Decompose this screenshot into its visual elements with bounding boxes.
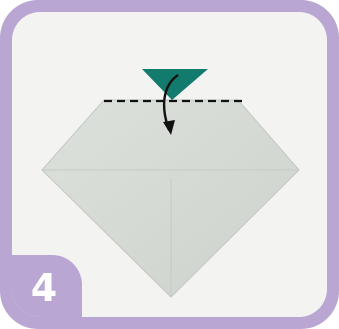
green-flap (142, 69, 208, 100)
origami-photo: 4 (12, 12, 327, 317)
step-badge: 4 (12, 255, 82, 317)
step-number: 4 (31, 269, 57, 307)
